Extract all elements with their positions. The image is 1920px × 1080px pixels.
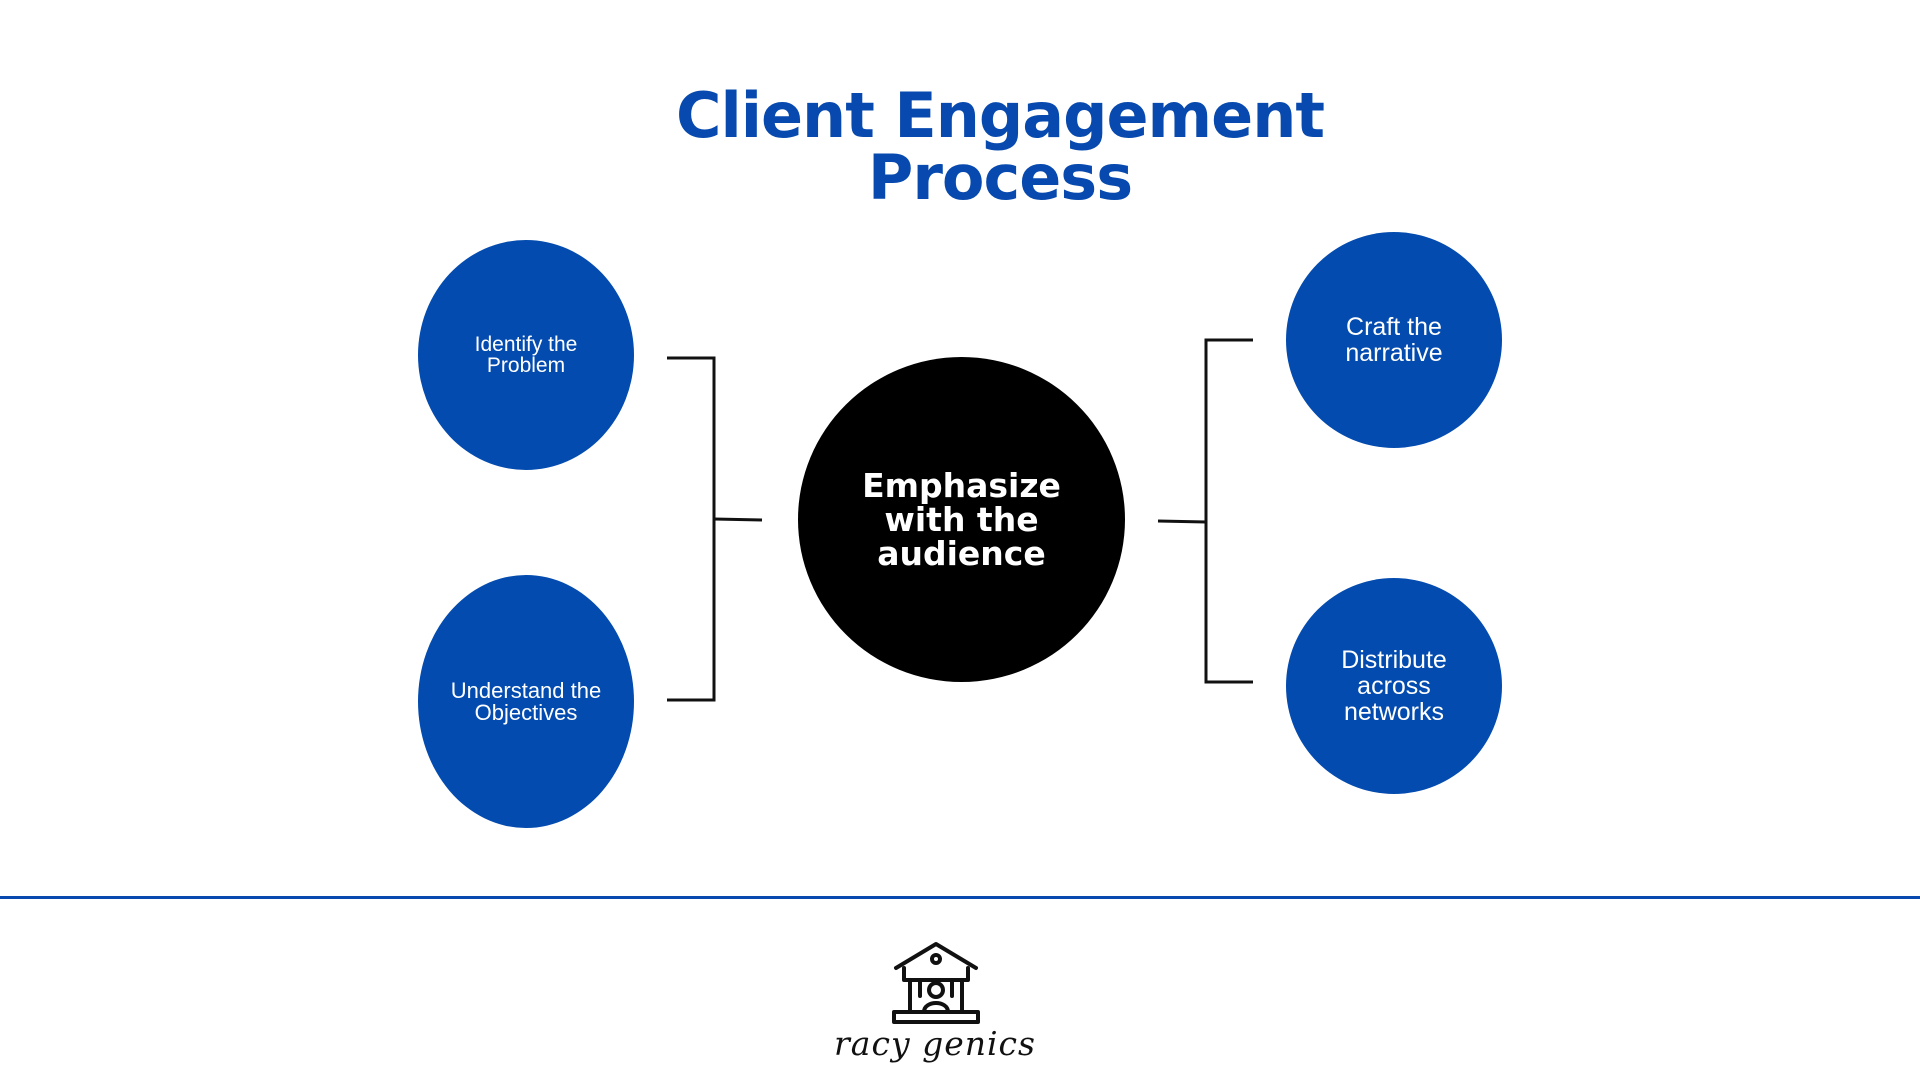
- node-label-line: networks: [1343, 698, 1445, 726]
- node-label-line: audience: [877, 533, 1046, 573]
- node-label-line: Objectives: [474, 699, 578, 725]
- brand-name: racy genics: [834, 1024, 1036, 1063]
- node-label-line: Problem: [486, 354, 566, 377]
- left-bracket-connector: [667, 356, 716, 702]
- title-line-1: Client Engagement: [676, 79, 1325, 152]
- node-identify-the-problem: Identify the Problem: [418, 240, 634, 470]
- node-label-line: across: [1357, 672, 1431, 700]
- node-emphasize-with-the-audience: Emphasize with the audience: [798, 357, 1125, 682]
- center-to-right-connector: [1157, 519, 1207, 524]
- node-label-line: Distribute: [1341, 646, 1447, 674]
- school-building-icon: [892, 942, 980, 1024]
- node-craft-the-narrative: Craft the narrative: [1286, 232, 1502, 448]
- node-label-line: Craft the: [1346, 313, 1442, 341]
- horizontal-divider: [0, 896, 1920, 899]
- node-label-line: Understand the: [450, 677, 602, 703]
- node-label-line: Emphasize: [862, 465, 1061, 505]
- node-label-line: Identify the: [474, 333, 578, 356]
- node-distribute-across-networks: Distribute across networks: [1286, 578, 1502, 794]
- title-line-2: Process: [867, 141, 1133, 214]
- node-label-line: narrative: [1345, 339, 1443, 367]
- node-understand-the-objectives: Understand the Objectives: [418, 575, 634, 828]
- page-title: Client Engagement Process: [560, 85, 1440, 209]
- right-bracket-connector: [1204, 338, 1253, 684]
- left-to-center-connector: [713, 517, 763, 522]
- node-label-line: with the: [884, 499, 1039, 539]
